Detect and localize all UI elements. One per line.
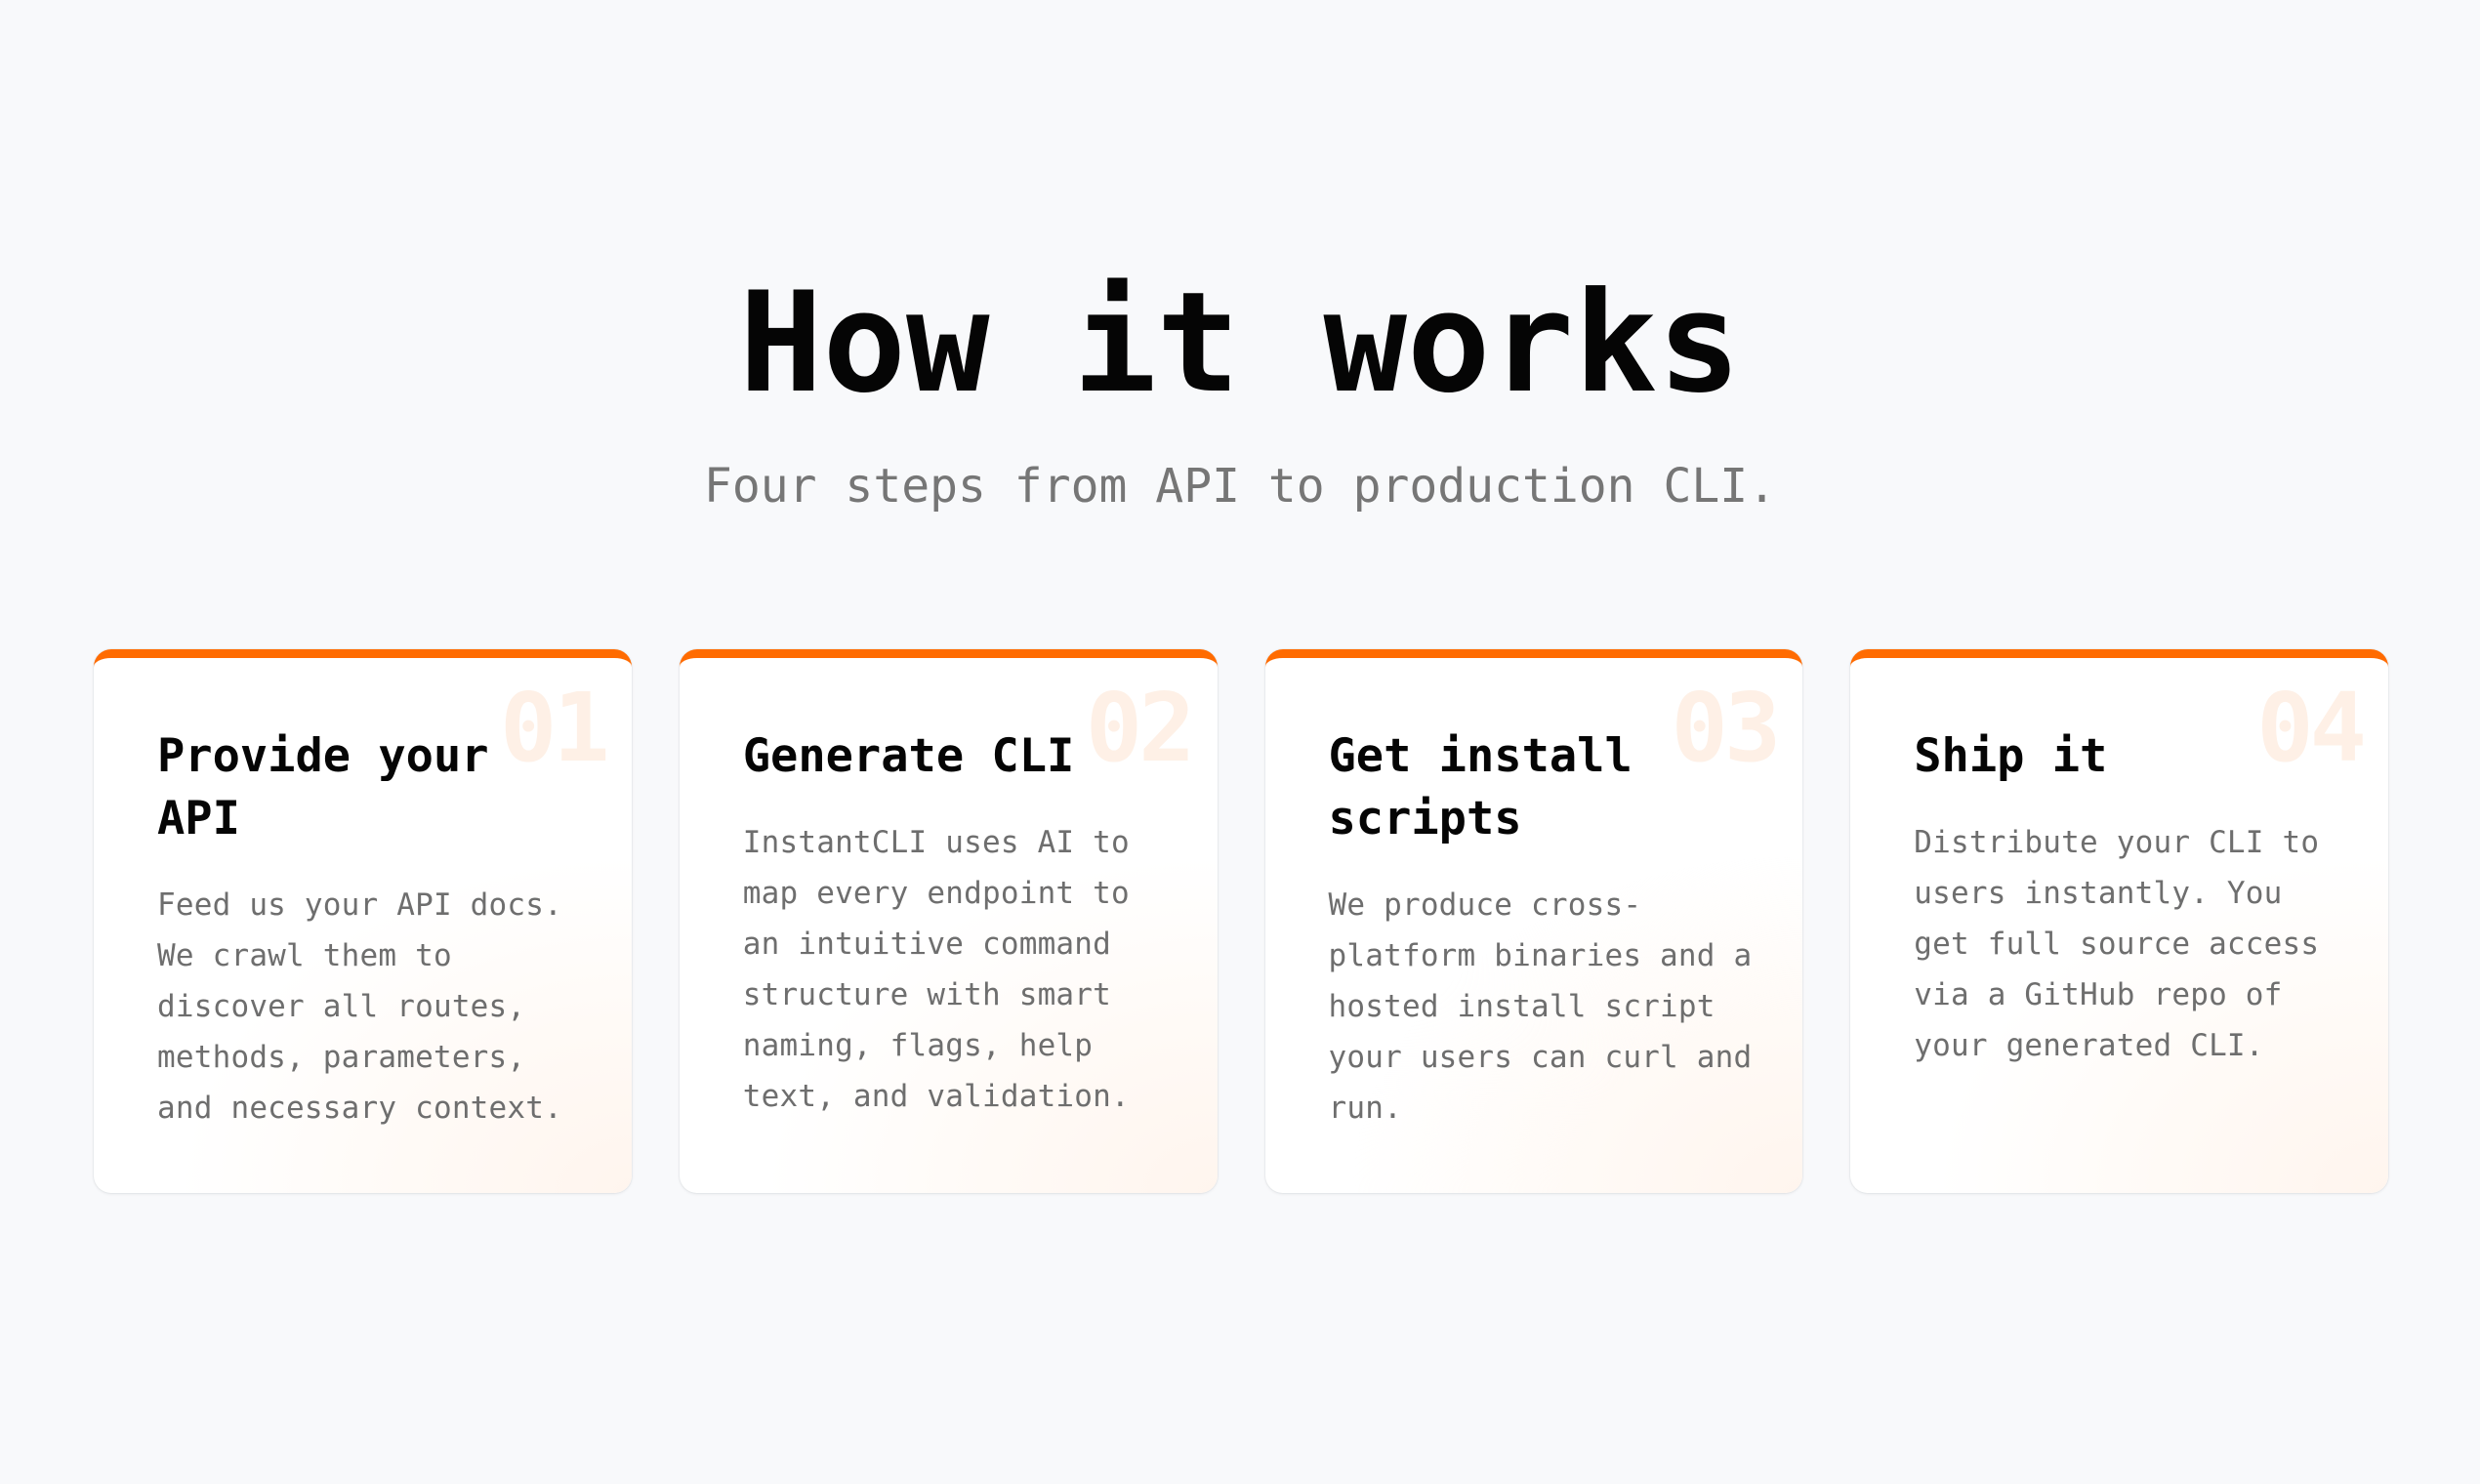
step-card-provide-api: 01 Provide your API Feed us your API doc…	[94, 649, 632, 1193]
step-number: 03	[1671, 673, 1781, 783]
steps-grid: 01 Provide your API Feed us your API doc…	[94, 649, 2388, 1193]
step-number: 02	[1085, 673, 1196, 783]
section-title: How it works	[739, 263, 1741, 424]
step-title: Provide your API	[157, 729, 489, 845]
step-card-install-scripts: 03 Get install scripts We produce cross-…	[1264, 649, 1803, 1193]
step-description: InstantCLI uses AI to map every endpoint…	[742, 825, 1130, 1114]
step-description: We produce cross-platform binaries and a…	[1328, 887, 1753, 1126]
step-number: 04	[2256, 673, 2367, 783]
step-description: Feed us your API docs. We crawl them to …	[157, 887, 562, 1126]
step-title: Ship it	[1914, 729, 2108, 783]
step-card-generate-cli: 02 Generate CLI InstantCLI uses AI to ma…	[679, 649, 1218, 1193]
step-description: Distribute your CLI to users instantly. …	[1914, 825, 2320, 1063]
section-subtitle: Four steps from API to production CLI.	[703, 459, 1777, 514]
step-title: Generate CLI	[742, 729, 1075, 783]
step-number: 01	[499, 673, 610, 783]
step-title: Get install scripts	[1328, 729, 1633, 845]
step-card-ship-it: 04 Ship it Distribute your CLI to users …	[1850, 649, 2388, 1193]
